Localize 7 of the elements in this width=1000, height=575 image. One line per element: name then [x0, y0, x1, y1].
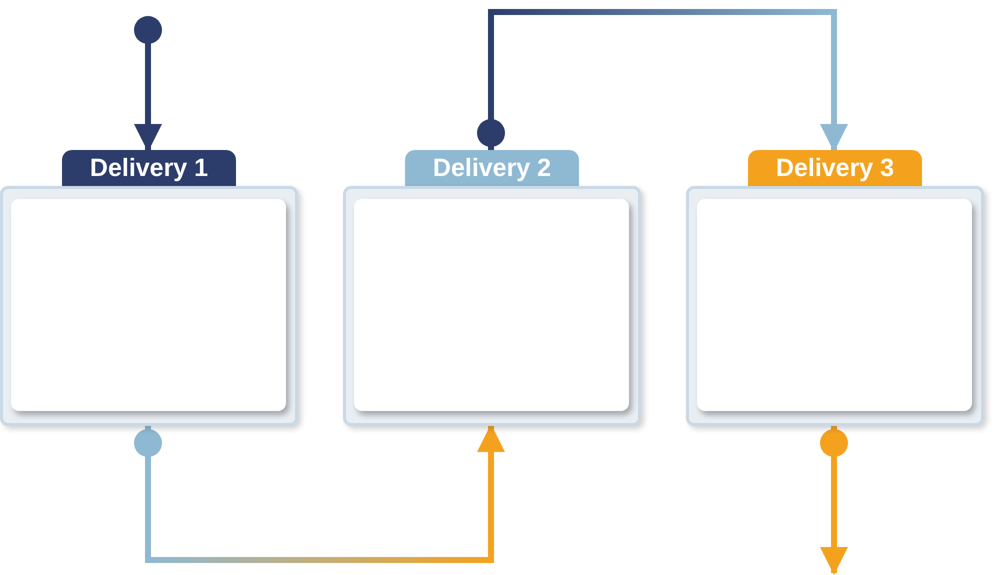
connector-arrow: [134, 424, 505, 563]
connector-arrow: [477, 9, 848, 152]
tab-label: Delivery 2: [405, 150, 579, 188]
connector-arrow: [134, 16, 162, 152]
tab-label: Delivery 1: [62, 150, 236, 188]
tab-label: Delivery 3: [748, 150, 922, 188]
connector-arrow: [820, 426, 848, 575]
